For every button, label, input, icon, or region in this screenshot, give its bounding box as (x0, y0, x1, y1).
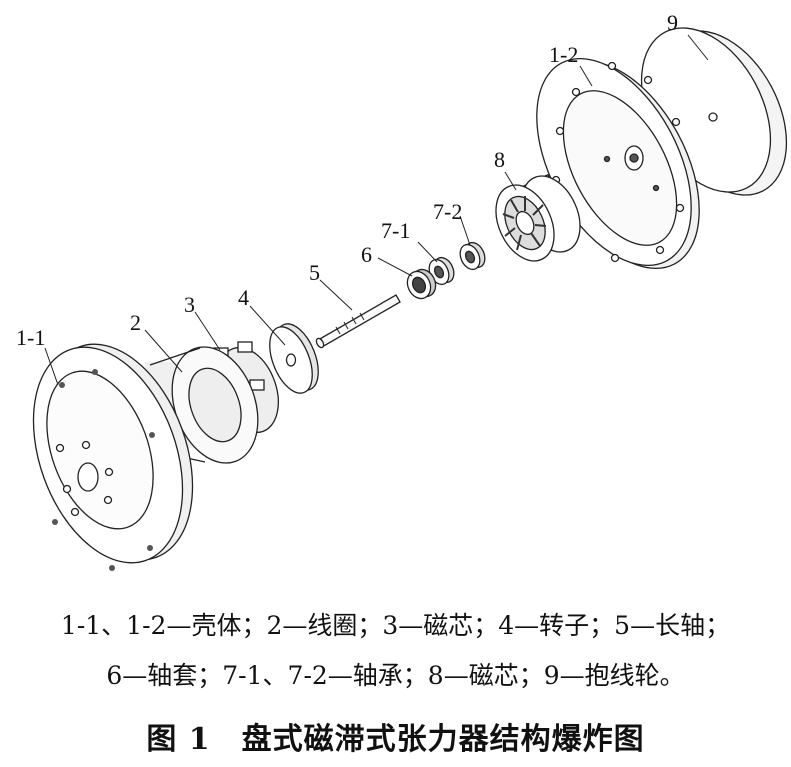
label-part-7-1: 7-1 (381, 218, 410, 243)
part-1-1-housing (32, 343, 194, 571)
label-part-8: 8 (494, 147, 505, 172)
label-part-4: 4 (238, 285, 249, 310)
label-part-2: 2 (130, 310, 141, 335)
label-part-6: 6 (361, 242, 372, 267)
figure-title: 图 1 盘式磁滞式张力器结构爆炸图 (146, 722, 645, 757)
label-part-5: 5 (309, 260, 320, 285)
label-part-1-2: 1-2 (549, 42, 578, 67)
part-4-rotor-disc (269, 323, 319, 394)
label-part-7-2: 7-2 (433, 199, 462, 224)
label-part-3: 3 (184, 292, 195, 317)
label-part-1-1: 1-1 (16, 325, 45, 350)
part-7-2-bearing (459, 241, 486, 271)
legend-line-1: 1-1、1-2—壳体；2—线圈；3—磁芯；4—转子；5—长轴； (60, 611, 731, 640)
part-6-bushing (406, 268, 437, 300)
part-8-magnetic-core (495, 173, 581, 262)
part-5-long-shaft (315, 294, 401, 349)
part-2-coil (145, 346, 259, 464)
leader-lines (44, 34, 709, 386)
label-part-9: 9 (667, 10, 678, 35)
legend-line-2: 6—轴套；7-1、7-2—轴承；8—磁芯；9—抱线轮。 (106, 661, 685, 690)
exploded-view-diagram: 9 1-2 8 7-2 7-1 6 5 4 3 2 1-1 (16, 10, 788, 571)
